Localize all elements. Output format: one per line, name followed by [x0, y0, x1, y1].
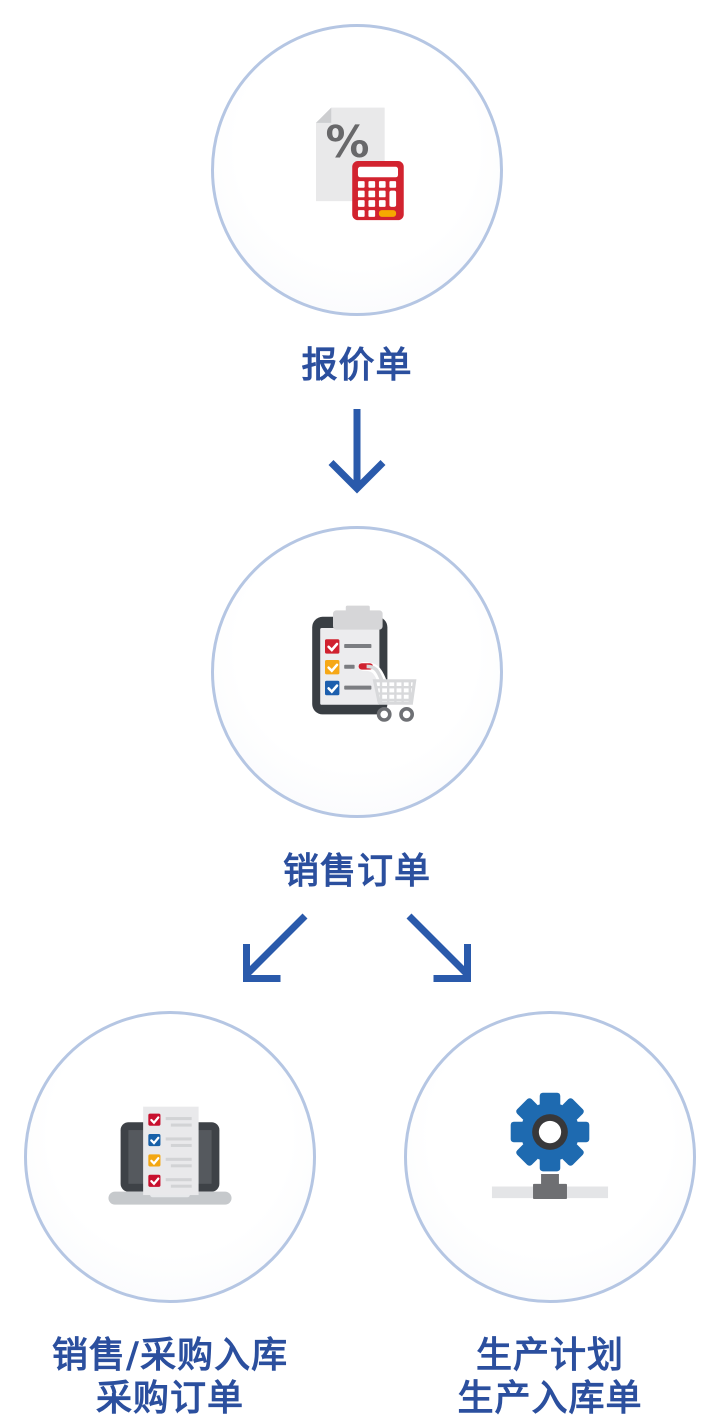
arrow-down-right-icon — [406, 913, 471, 982]
laptop-checklist-rows — [148, 1113, 192, 1188]
label-line-2: 采购订单 — [95, 1378, 244, 1417]
arrow-down-left-icon — [243, 913, 308, 982]
document-percent-calculator-icon: % — [315, 107, 404, 221]
node-production-label: 生产计划 生产入库单 — [400, 1334, 700, 1417]
node-quotation-circle: % — [211, 24, 503, 316]
label-line-1: 销售/采购入库 — [51, 1335, 289, 1376]
arrow-down-icon — [328, 409, 386, 494]
node-sales-order-circle — [211, 526, 503, 818]
laptop-checklist-icon — [108, 1106, 232, 1205]
label-line-1: 生产计划 — [475, 1335, 624, 1376]
checklist-rows — [325, 639, 372, 696]
percent-symbol: % — [325, 117, 369, 168]
node-inbound-purchase-circle — [24, 1011, 316, 1303]
node-sales-order-label: 销售订单 — [282, 851, 431, 892]
node-inbound-purchase-label: 销售/采购入库 采购订单 — [20, 1334, 320, 1417]
clipboard-checklist-cart-icon — [312, 605, 417, 722]
node-quotation-label: 报价单 — [301, 345, 413, 386]
shopping-cart-glyph — [358, 662, 417, 722]
calculator-glyph — [352, 161, 404, 221]
gear-network-icon — [491, 1092, 609, 1200]
label-line-2: 生产入库单 — [457, 1378, 643, 1417]
node-production-circle — [404, 1011, 696, 1303]
